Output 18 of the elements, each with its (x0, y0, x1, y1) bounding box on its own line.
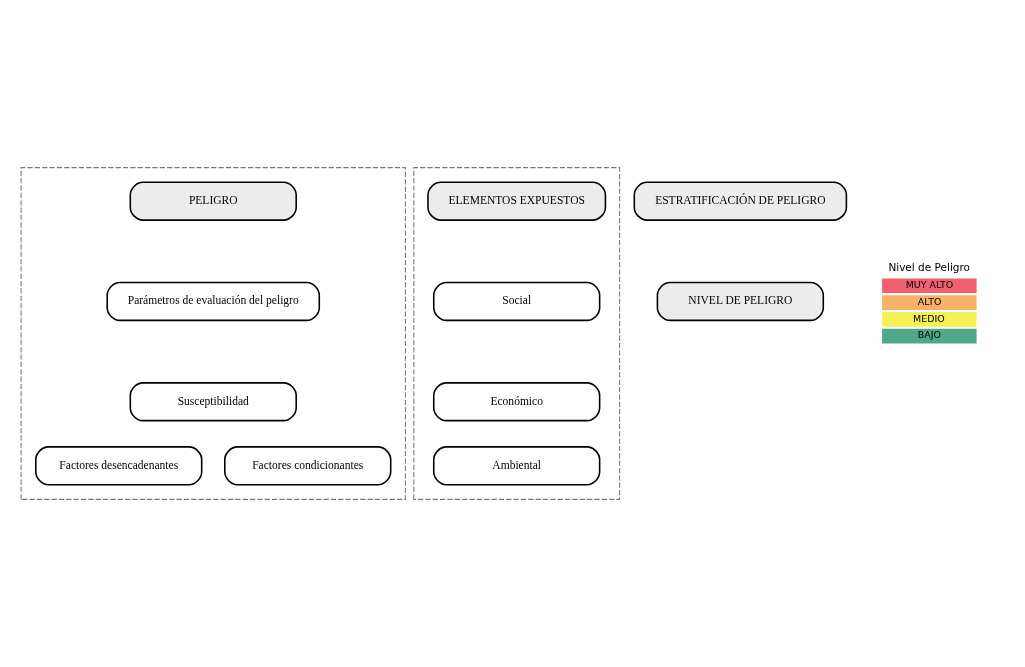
node-box: Parámetros de evaluación del peligro (106, 281, 321, 322)
cluster (20, 167, 406, 500)
cluster (413, 167, 621, 500)
node-box: Económico (432, 382, 601, 422)
legend-label: MEDIO (913, 312, 945, 324)
node-box: Social (432, 281, 601, 322)
node-box: Ambiental (432, 446, 601, 486)
label: Nivel de Peligro (888, 261, 970, 274)
node-box: Factores condicionantes (224, 446, 392, 486)
legend-label: ALTO (917, 295, 942, 307)
node-box: NIVEL DE PELIGRO (656, 281, 825, 322)
node-box: PELIGRO (129, 181, 297, 221)
legend-label: MUY ALTO (905, 279, 954, 291)
node-box: Factores desencadenantes (35, 446, 203, 486)
legend-label: BAJO (917, 329, 941, 341)
node-box: ELEMENTOS EXPUESTOS (427, 181, 607, 221)
node-box: Susceptibilidad (129, 382, 297, 422)
node-box: ESTRATIFICACIÓN DE PELIGRO (633, 181, 848, 221)
